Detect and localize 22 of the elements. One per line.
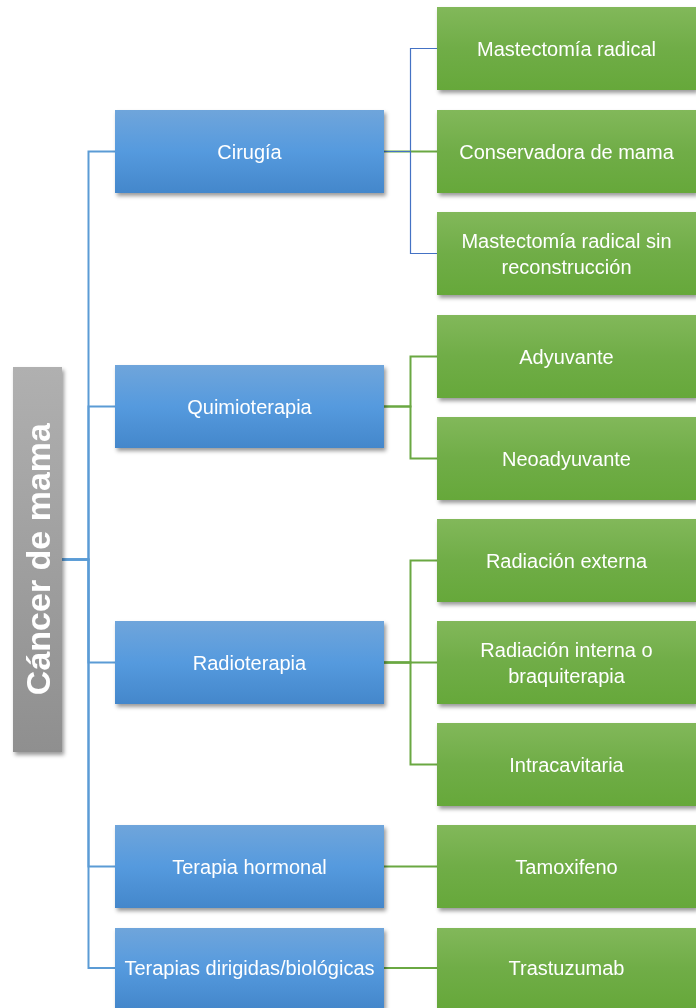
- category-box: Terapia hormonal: [115, 825, 384, 908]
- treatment-box: Radiación externa: [437, 519, 696, 602]
- treatment-box: Conservadora de mama: [437, 110, 696, 193]
- connector-line: [383, 150, 438, 153]
- treatment-box: Neoadyuvante: [437, 417, 696, 500]
- category-box: Cirugía: [115, 110, 384, 193]
- connector-line: [383, 150, 438, 255]
- connector-line: [383, 865, 438, 868]
- connector-line: [383, 661, 438, 766]
- connector-line: [383, 405, 438, 460]
- treatment-box: Trastuzumab: [437, 928, 696, 1008]
- category-box: Terapias dirigidas/biológicas: [115, 928, 384, 1008]
- category-box: Radioterapia: [115, 621, 384, 704]
- treatment-box: Mastectomía radical sin reconstrucción: [437, 212, 696, 295]
- treatment-box: Adyuvante: [437, 315, 696, 398]
- treatment-box: Tamoxifeno: [437, 825, 696, 908]
- treatment-box: Mastectomía radical: [437, 7, 696, 90]
- category-box: Quimioterapia: [115, 365, 384, 448]
- treatment-box: Radiación interna o braquiterapia: [437, 621, 696, 704]
- treatment-box: Intracavitaria: [437, 723, 696, 806]
- root-box: Cáncer de mama: [13, 367, 62, 752]
- connector-line: [383, 967, 438, 969]
